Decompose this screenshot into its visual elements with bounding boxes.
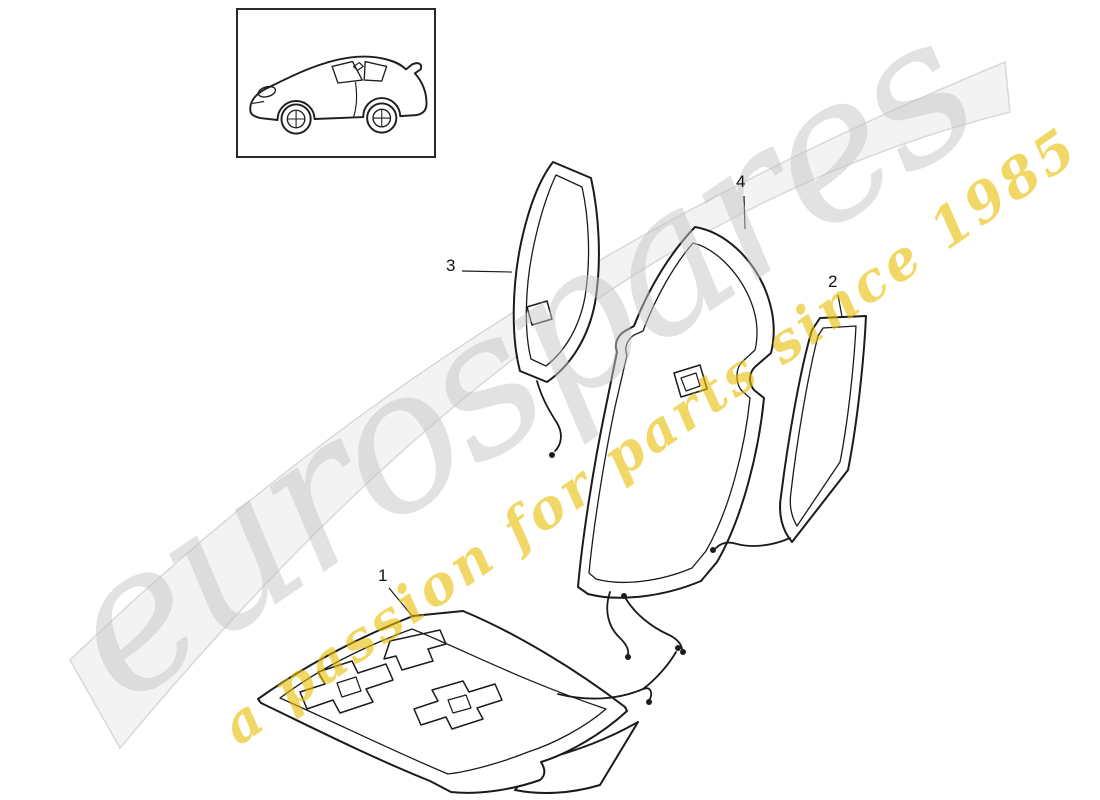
part-4-backrest-heater-pad [577,226,775,660]
leader-line-2 [837,294,843,318]
car-rear-spokes [372,109,391,127]
part-1-element-left [336,676,362,698]
part-1-flap [514,721,639,794]
part-3-wire [536,380,562,452]
car-rear-wheel [366,102,398,134]
part-3-backrest-side-pad-left [512,161,600,458]
part-2-wire [715,537,791,549]
part-3-element [526,300,553,326]
part-1-element-right [447,694,472,714]
part-1-connector-a [646,699,652,705]
part-2-connector [710,547,716,553]
part-1-channel-right [413,680,503,730]
car-engine-lid [384,58,407,70]
swoosh-band [69,60,1011,750]
part-callout-4[interactable]: 4 [736,172,746,191]
car-door-line [352,81,358,118]
part-1-channel-left [299,660,394,714]
part-1-connector-b [675,645,681,651]
car-side-window [363,60,388,82]
part-4-connector-b [625,654,631,660]
car-front-spokes [287,110,305,128]
car-mirror [352,61,364,71]
part-4-wire-a [606,591,630,655]
part-callout-3[interactable]: 3 [446,256,456,275]
car-front-vent [252,100,265,105]
vehicle-thumbnail [236,8,436,158]
part-4-element-outer [673,364,708,398]
part-1-wire-branch [642,651,677,690]
part-4-connector-c [680,649,686,655]
part-4-connector-a [621,593,627,599]
part-callout-1[interactable]: 1 [378,566,388,585]
part-callout-2[interactable]: 2 [828,272,838,291]
part-4-element-inner [680,372,701,392]
leader-line-1 [388,587,414,618]
car-windshield [331,60,363,84]
leader-line-3 [461,270,513,273]
part-1-channel-top [383,629,447,671]
leader-lines [388,195,843,618]
part-3-connector [549,452,555,458]
part-1-seat-cushion-heater-pad [257,610,681,794]
car-front-wheel [280,103,312,135]
porsche-911-line-art [249,55,428,135]
car-headlight [257,85,277,98]
part-4-wire-b [625,598,683,650]
car-body [249,55,428,121]
leader-line-4 [743,195,746,230]
part-2-backrest-side-pad-right [710,315,867,553]
